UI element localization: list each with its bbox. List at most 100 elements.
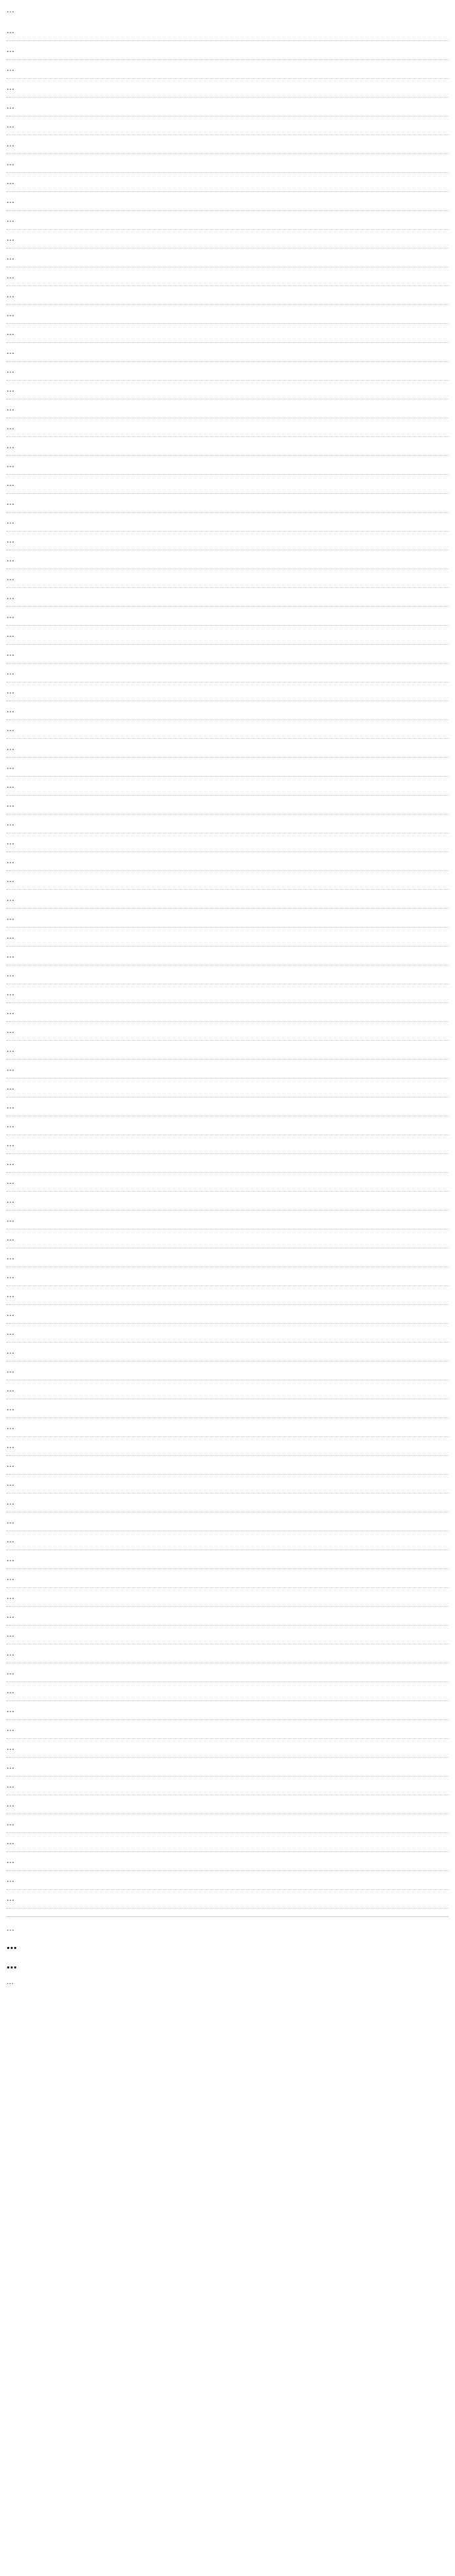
article-paragraph: … xyxy=(6,531,448,550)
article-paragraph: … xyxy=(6,286,448,305)
article-paragraph: … xyxy=(6,739,448,758)
article-paragraph: … xyxy=(6,173,448,192)
article-paragraph: … xyxy=(6,475,448,494)
article-paragraph: … xyxy=(6,1814,448,1833)
article-paragraph: … xyxy=(6,1418,448,1437)
article-paragraph: … xyxy=(6,1701,448,1720)
article-paragraph: … xyxy=(6,1362,448,1380)
article-paragraph: … xyxy=(6,1512,448,1531)
footer-top-line: … xyxy=(6,1924,14,1933)
article-paragraph: … xyxy=(6,796,448,814)
article-paragraph: … xyxy=(6,1060,448,1079)
article-paragraph: … xyxy=(6,192,448,211)
article-paragraph: … xyxy=(6,267,448,286)
article-paragraph: … xyxy=(6,1192,448,1211)
article-paragraph: … xyxy=(6,211,448,230)
article-paragraph: … xyxy=(6,1550,448,1569)
article-paragraph: … xyxy=(6,399,448,418)
article-paragraph: … xyxy=(6,79,448,98)
article-paragraph: … xyxy=(6,852,448,871)
article-paragraph: … xyxy=(6,98,448,116)
article-paragraph: … xyxy=(6,607,448,626)
article-paragraph: … xyxy=(6,437,448,456)
article-paragraph: … xyxy=(6,154,448,173)
article-paragraph: … xyxy=(6,418,448,437)
article-paragraph: … xyxy=(6,1343,448,1362)
article-paragraph: … xyxy=(6,946,448,965)
footer-link-2[interactable]: … xyxy=(6,1959,17,1971)
article-paragraph: … xyxy=(6,1588,448,1607)
article-paragraph: … xyxy=(6,871,448,890)
article-paragraph: … xyxy=(6,626,448,645)
article-paragraph: … xyxy=(6,758,448,777)
article-paragraph: … xyxy=(6,1644,448,1663)
article-paragraph: … xyxy=(6,1682,448,1701)
article-paragraph: … xyxy=(6,1399,448,1418)
article-paragraph: … xyxy=(6,890,448,909)
article-paragraph: … xyxy=(6,324,448,343)
article-paragraph: … xyxy=(6,965,448,984)
article-paragraph: … xyxy=(6,569,448,588)
site-header: … xyxy=(6,5,14,14)
article-paragraph: … xyxy=(6,1286,448,1305)
article-paragraph: … xyxy=(6,1777,448,1795)
article-paragraph: … xyxy=(6,550,448,569)
article-paragraph: … xyxy=(6,682,448,701)
article-paragraph: … xyxy=(6,60,448,79)
article-paragraph: … xyxy=(6,1022,448,1041)
article-paragraph: … xyxy=(6,1211,448,1229)
article-paragraph: … xyxy=(6,1003,448,1022)
article-paragraph: … xyxy=(6,1871,448,1890)
article-paragraph: … xyxy=(6,701,448,720)
article-paragraph: … xyxy=(6,1607,448,1626)
article-paragraph: … xyxy=(6,1833,448,1852)
article-paragraph: … xyxy=(6,41,448,60)
article-paragraph: … xyxy=(6,1079,448,1097)
article-paragraph: … xyxy=(6,1663,448,1682)
article-paragraph: … xyxy=(6,1229,448,1248)
article-paragraph: … xyxy=(6,1097,448,1116)
article-paragraph: … xyxy=(6,1305,448,1324)
article-paragraph: … xyxy=(6,456,448,475)
article-paragraph: … xyxy=(6,305,448,324)
article-paragraph: … xyxy=(6,381,448,399)
article-paragraph: … xyxy=(6,814,448,833)
article-paragraph: … xyxy=(6,1569,448,1588)
article-paragraph: … xyxy=(6,1475,448,1494)
article-paragraph: … xyxy=(6,1248,448,1267)
article-paragraph: … xyxy=(6,1795,448,1814)
article-paragraph: … xyxy=(6,1758,448,1777)
article-paragraph: … xyxy=(6,909,448,928)
article-paragraph: … xyxy=(6,513,448,531)
article-paragraph: … xyxy=(6,1626,448,1644)
article-paragraph: … xyxy=(6,135,448,154)
footer-link-1[interactable]: … xyxy=(6,1939,17,1952)
article-paragraph: … xyxy=(6,22,448,41)
article-paragraph: … xyxy=(6,1116,448,1135)
article-paragraph: … xyxy=(6,984,448,1003)
article-paragraph: … xyxy=(6,1324,448,1343)
article-paragraph: … xyxy=(6,1852,448,1871)
article-paragraph: … xyxy=(6,1173,448,1192)
article-paragraph: … xyxy=(6,1267,448,1286)
article-paragraph: … xyxy=(6,777,448,796)
article-paragraph: … xyxy=(6,928,448,946)
article-paragraph: … xyxy=(6,720,448,739)
article-paragraph: … xyxy=(6,1720,448,1739)
article: …………………………………………………………………………………………………………… xyxy=(6,22,448,1909)
article-paragraph: … xyxy=(6,1380,448,1399)
article-paragraph: … xyxy=(6,1531,448,1550)
article-paragraph: … xyxy=(6,494,448,513)
footer: … … … … xyxy=(6,1916,448,1987)
article-paragraph: … xyxy=(6,230,448,248)
article-paragraph: … xyxy=(6,362,448,381)
article-paragraph: … xyxy=(6,645,448,664)
article-paragraph: … xyxy=(6,1437,448,1456)
article-paragraph: … xyxy=(6,116,448,135)
article-paragraph: … xyxy=(6,1456,448,1475)
article-paragraph: … xyxy=(6,1890,448,1909)
article-paragraph: … xyxy=(6,833,448,852)
article-paragraph: … xyxy=(6,1494,448,1512)
article-paragraph: … xyxy=(6,664,448,682)
